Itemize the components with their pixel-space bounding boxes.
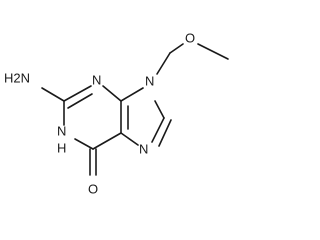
bond-nh2-c2 [41,87,65,102]
atom-labels: H2N N N O N H N O [4,31,195,197]
bond-n3-c4 [102,85,122,102]
bond-c6-n1 [74,138,94,150]
bond-n9-ch2 [156,52,171,75]
bond-c2-n3-double [67,93,93,109]
bonds [41,43,229,176]
bond-n9-c8 [154,100,165,119]
atom-n9: N [145,74,154,89]
bond-c2-n3 [63,85,92,102]
atom-nh1-n: N [57,124,66,139]
bond-c4-n9 [120,87,144,102]
atom-o-ether: O [185,31,195,46]
chemical-structure-diagram: H2N N N O N H N O [4,31,229,197]
atom-o-carbonyl: O [88,182,98,197]
bond-o-ch3 [197,43,229,60]
atom-n7: N [139,142,148,157]
bond-c8-n7 [151,117,165,143]
bond-c5-c6 [92,132,122,150]
bond-ch2-o [169,43,184,54]
atom-nh1-h: H [57,141,66,156]
atom-nh2: H2N [4,71,30,86]
bond-c8-n7-double [158,119,172,147]
bond-n7-c5 [120,132,139,146]
atom-n3: N [92,73,101,88]
